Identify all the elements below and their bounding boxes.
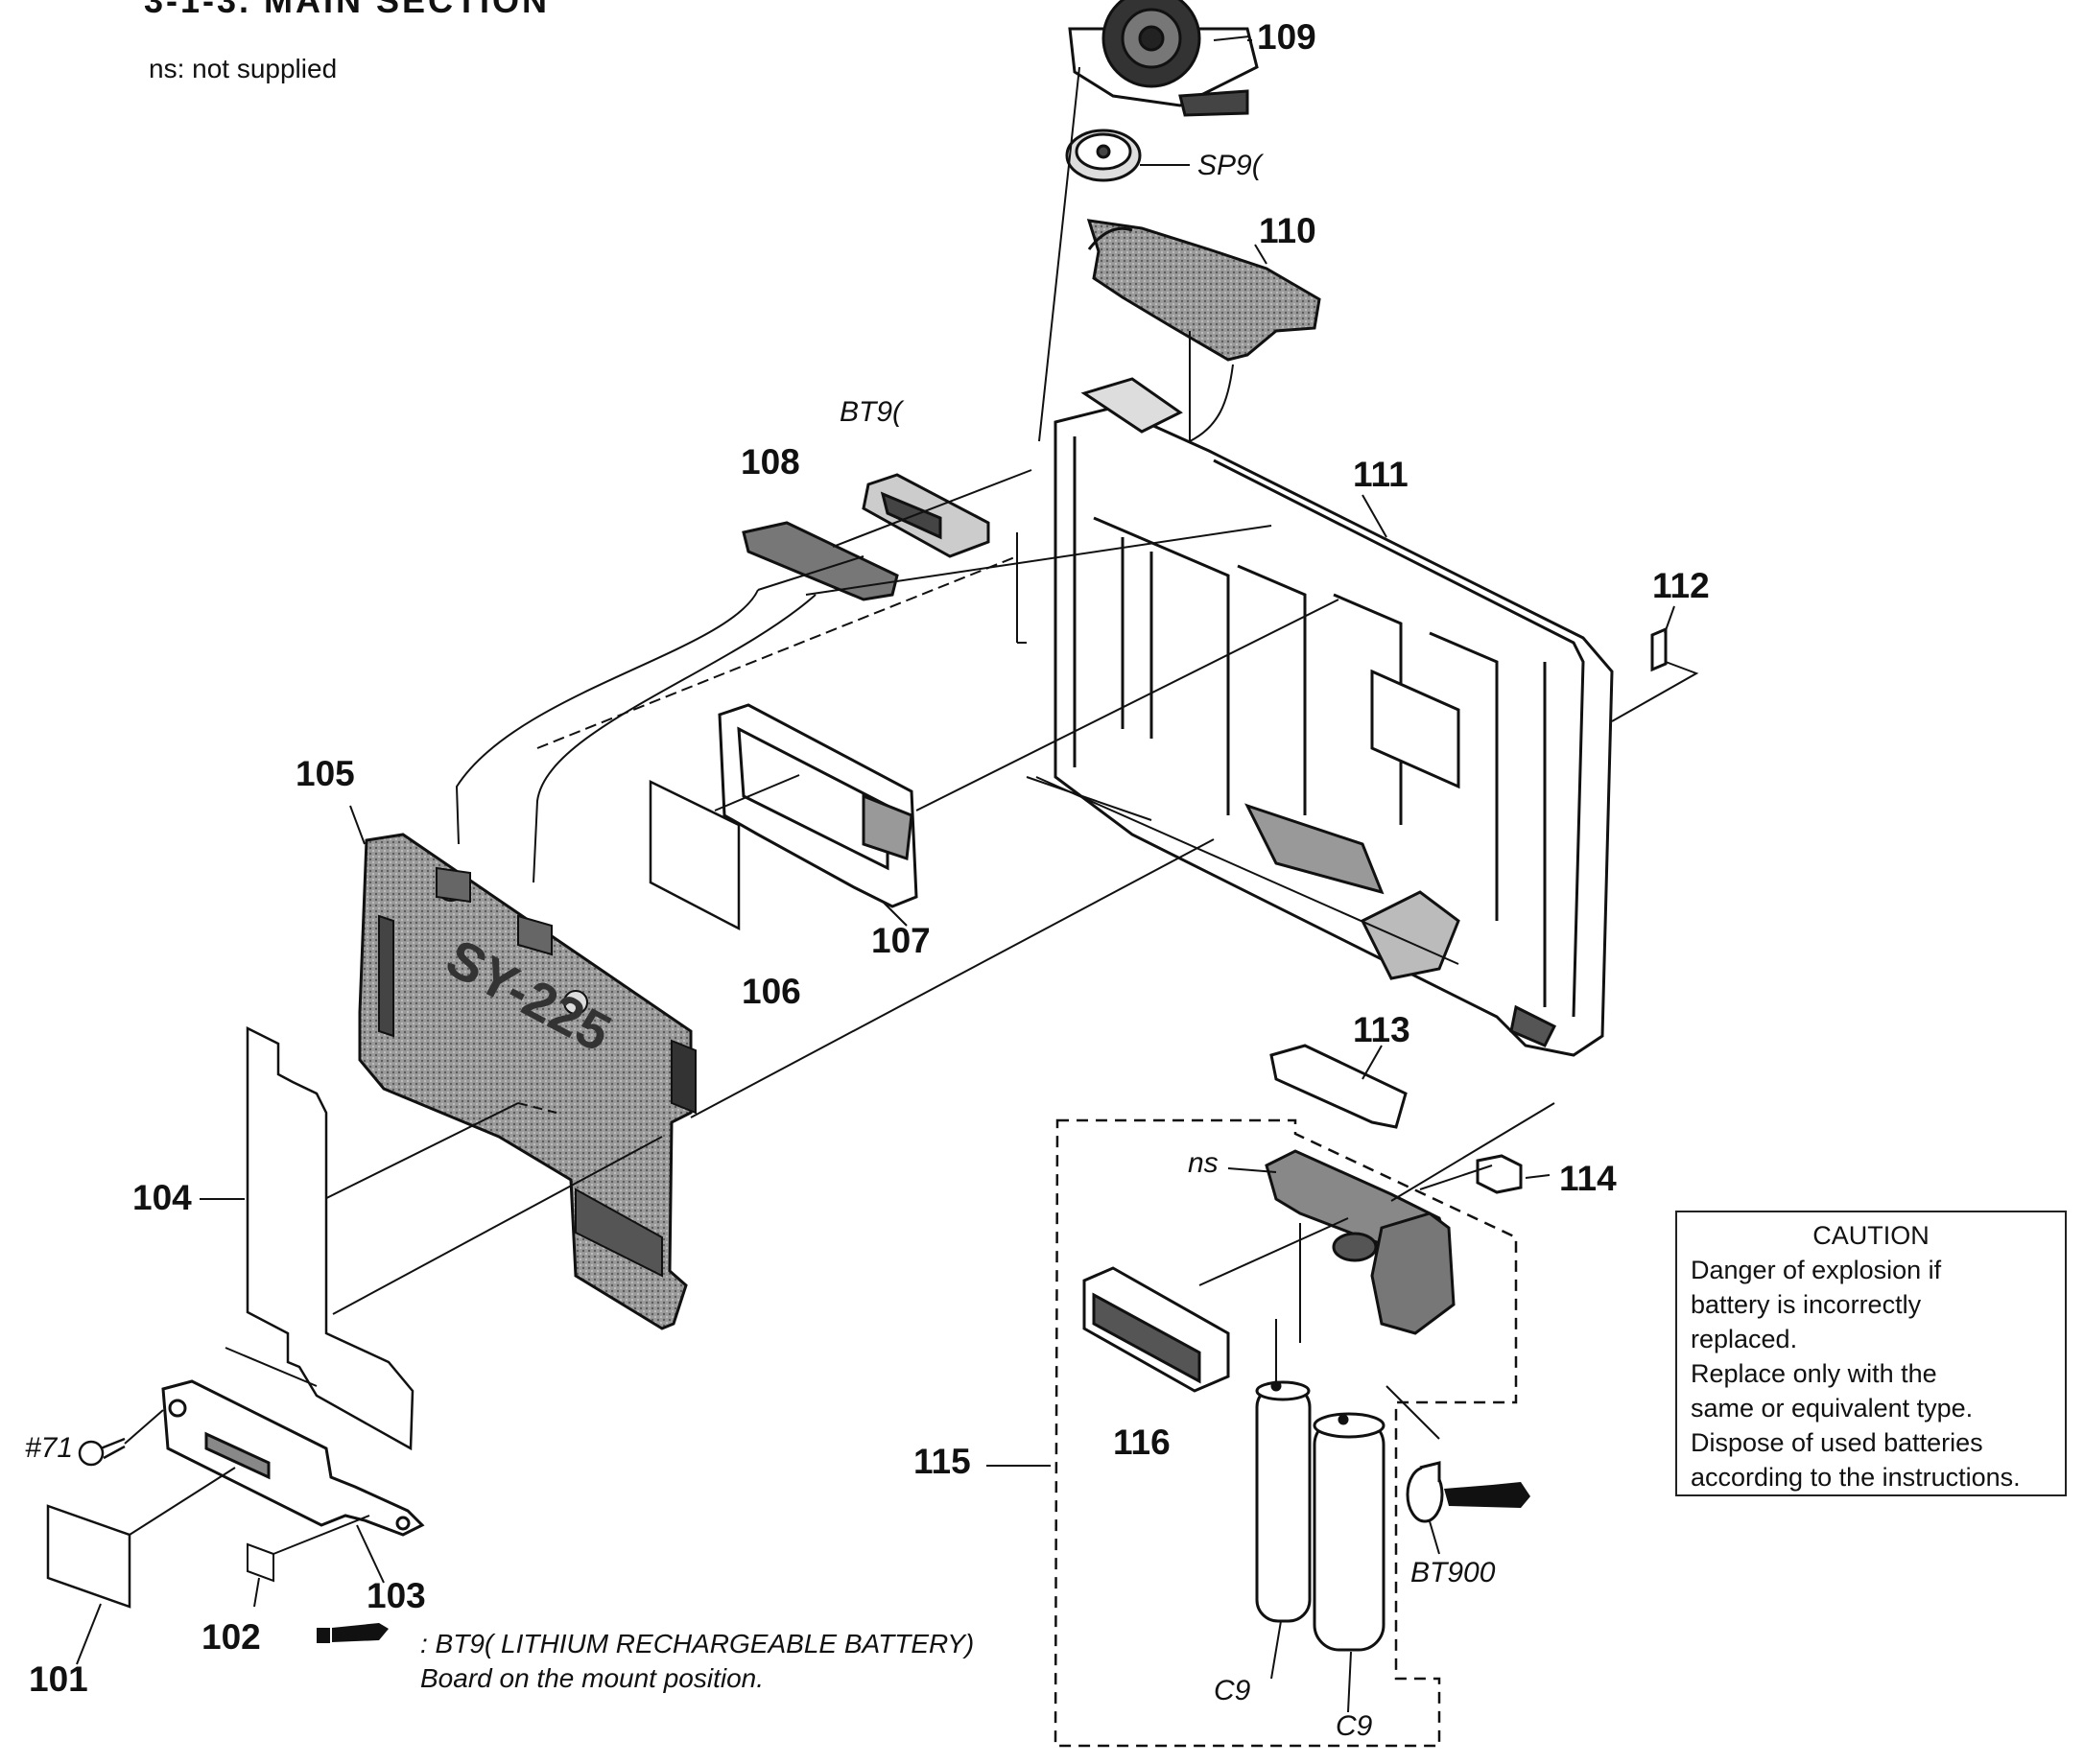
label-bt901: BT9( <box>840 396 903 428</box>
assembly-guides-107 <box>714 599 1339 927</box>
label-115: 115 <box>913 1442 971 1481</box>
caution-line: Replace only with the <box>1691 1359 1937 1388</box>
bt900-marker-icon <box>1444 1482 1530 1508</box>
capacitor-c901 <box>1255 1380 1312 1623</box>
footnote-line-1: : BT9( LITHIUM RECHARGEABLE BATTERY) <box>420 1629 975 1658</box>
leader-105 <box>349 805 366 845</box>
leader-113 <box>1362 1045 1383 1080</box>
assembly-115-box <box>1054 1118 1518 1748</box>
part-114-block <box>1476 1154 1523 1194</box>
label-106: 106 <box>742 972 801 1011</box>
part-108-bracket <box>742 521 899 601</box>
bt901-holder <box>862 473 990 558</box>
part-107-holder <box>718 703 918 908</box>
label-c901: C9 <box>1214 1675 1251 1706</box>
label-104: 104 <box>132 1178 192 1217</box>
part-112-clip <box>1650 626 1668 672</box>
label-109: 109 <box>1257 17 1316 57</box>
label-107: 107 <box>871 921 931 960</box>
battery-footnote: : BT9( LITHIUM RECHARGEABLE BATTERY) Boa… <box>420 1627 974 1696</box>
assembly-guides-115 <box>1198 1102 1555 1440</box>
caution-heading: CAUTION <box>1812 1221 1930 1250</box>
label-114: 114 <box>1559 1159 1617 1198</box>
part-116-cover <box>1082 1266 1230 1393</box>
speaker-sp901 <box>1065 129 1190 182</box>
assembly-guides-bottom-left <box>76 1347 385 1665</box>
caution-line: same or equivalent type. <box>1691 1394 1974 1423</box>
assembly-guides-board <box>285 776 1459 1315</box>
caution-line: Dispose of used batteries <box>1691 1428 1983 1457</box>
caution-line: Danger of explosion if <box>1691 1256 1942 1284</box>
label-101: 101 <box>29 1659 88 1699</box>
label-screw-71: #71 <box>25 1432 74 1464</box>
caution-line: according to the instructions. <box>1691 1463 2021 1492</box>
label-111: 111 <box>1353 455 1409 494</box>
label-116: 116 <box>1113 1423 1171 1462</box>
label-108: 108 <box>741 442 800 482</box>
leader-112 <box>1611 605 1699 722</box>
caution-line: replaced. <box>1691 1325 1798 1353</box>
screw-71 <box>78 1437 126 1467</box>
label-sp901: SP9( <box>1197 150 1262 181</box>
caution-box: CAUTION Danger of explosion if battery i… <box>1675 1211 2067 1496</box>
label-ns: ns <box>1188 1147 1219 1179</box>
label-110: 110 <box>1259 211 1316 250</box>
leader-111 <box>1362 494 1387 538</box>
part-104-sheet <box>246 1025 414 1451</box>
leader-109 <box>1213 35 1250 41</box>
battery-bt900 <box>1406 1461 1444 1523</box>
label-103: 103 <box>367 1576 426 1615</box>
label-112: 112 <box>1652 566 1710 605</box>
label-102: 102 <box>201 1617 261 1657</box>
part-113-plate <box>1269 1044 1408 1129</box>
label-113: 113 <box>1353 1010 1410 1049</box>
part-105-main-board <box>358 833 697 1330</box>
part-102-sheet <box>247 1542 274 1583</box>
footnote-line-2: Board on the mount position. <box>420 1663 765 1693</box>
page-title: 3-1-3. MAIN SECTION <box>144 0 551 20</box>
part-103-bracket <box>161 1379 425 1537</box>
battery-marker-icon <box>317 1623 389 1643</box>
assembly-guides-middle <box>455 469 1272 883</box>
part-101-sheet <box>46 1504 131 1609</box>
leader-114 <box>1525 1174 1551 1179</box>
part-109-lens-unit <box>1068 0 1259 117</box>
label-c902: C9 <box>1336 1710 1373 1742</box>
label-bt900: BT900 <box>1410 1557 1496 1588</box>
part-110-flex-board <box>1086 219 1321 362</box>
caution-line: battery is incorrectly <box>1691 1290 1922 1319</box>
not-supplied-note: ns: not supplied <box>149 54 338 83</box>
part-111-main-frame <box>1054 377 1614 1057</box>
label-105: 105 <box>296 754 355 793</box>
battery-contact-bracket <box>1370 1211 1456 1335</box>
part-106-sheet <box>649 779 741 931</box>
capacitor-c902 <box>1313 1412 1385 1652</box>
